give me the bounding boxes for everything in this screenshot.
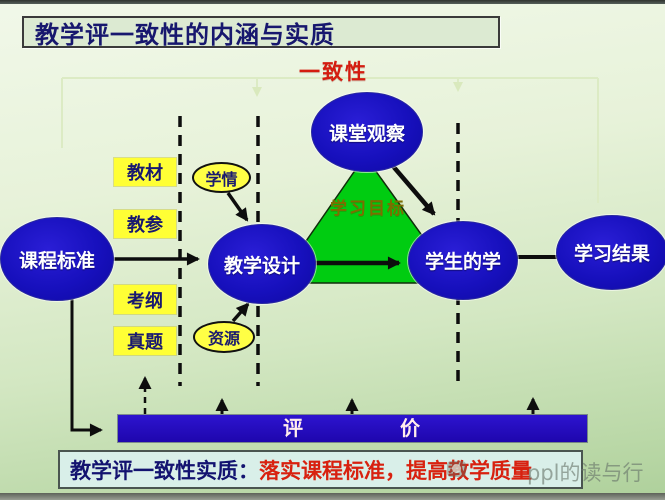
teaching-design-text: 教学设计 [223, 254, 300, 277]
node-curriculum-standard: 课程标准 [0, 217, 114, 301]
student-learning-text: 学生的学 [424, 251, 501, 273]
conclusion-prefix: 教学评一致性实质： [70, 458, 259, 483]
conclusion-highlight: 落实课程标准，提高教学质量 [259, 458, 532, 483]
label-teaching-reference: 教参 [114, 210, 176, 238]
page-title: 教学评一致性的内涵与实质 [35, 20, 335, 49]
watermark-text: ppl的读与行 [527, 461, 644, 485]
label-teaching-material: 教材 [114, 158, 176, 186]
label-real-questions: 真题 [114, 327, 176, 355]
node-learning-result: 学习结果 [556, 215, 665, 290]
node-resources: 资源 [193, 321, 255, 353]
label-exam-outline: 考纲 [114, 285, 176, 314]
teaching-reference-text: 教参 [127, 215, 163, 236]
node-learning-situation: 学情 [192, 162, 251, 193]
conclusion-box: 教学评一致性实质： 落实课程标准，提高教学质量 [58, 450, 583, 489]
evaluation-char-1: 评 [283, 416, 303, 440]
watermark-logo-icon [447, 461, 466, 477]
consistency-label: 一致性 [299, 60, 368, 84]
node-teaching-design: 教学设计 [208, 224, 316, 304]
bottom-border-strip [0, 493, 665, 500]
resources-text: 资源 [207, 329, 240, 348]
learning-situation-text: 学情 [205, 169, 238, 189]
arrow-situation-to-design [226, 191, 249, 222]
curriculum-standard-text: 课程标准 [18, 249, 95, 272]
arrow-resources-to-design [231, 302, 250, 323]
evaluation-char-2: 价 [400, 416, 420, 440]
learning-result-text: 学习结果 [573, 243, 650, 265]
teaching-material-text: 教材 [127, 163, 163, 184]
top-border-strip [0, 0, 665, 4]
classroom-observation-text: 课堂观察 [328, 122, 405, 145]
node-student-learning: 学生的学 [408, 221, 518, 300]
arrow-observation-to-student [390, 163, 436, 216]
exam-outline-text: 考纲 [127, 290, 163, 312]
evaluation-bar: 评 价 [118, 415, 587, 442]
elbow-standard-to-evaluation [70, 297, 103, 437]
node-classroom-observation: 课堂观察 [311, 92, 423, 172]
consistency-bracket-lines [61, 77, 599, 203]
real-questions-text: 真题 [127, 332, 163, 353]
title-box: 教学评一致性的内涵与实质 [22, 16, 500, 49]
learning-goal-label: 学习目标 [330, 199, 406, 219]
